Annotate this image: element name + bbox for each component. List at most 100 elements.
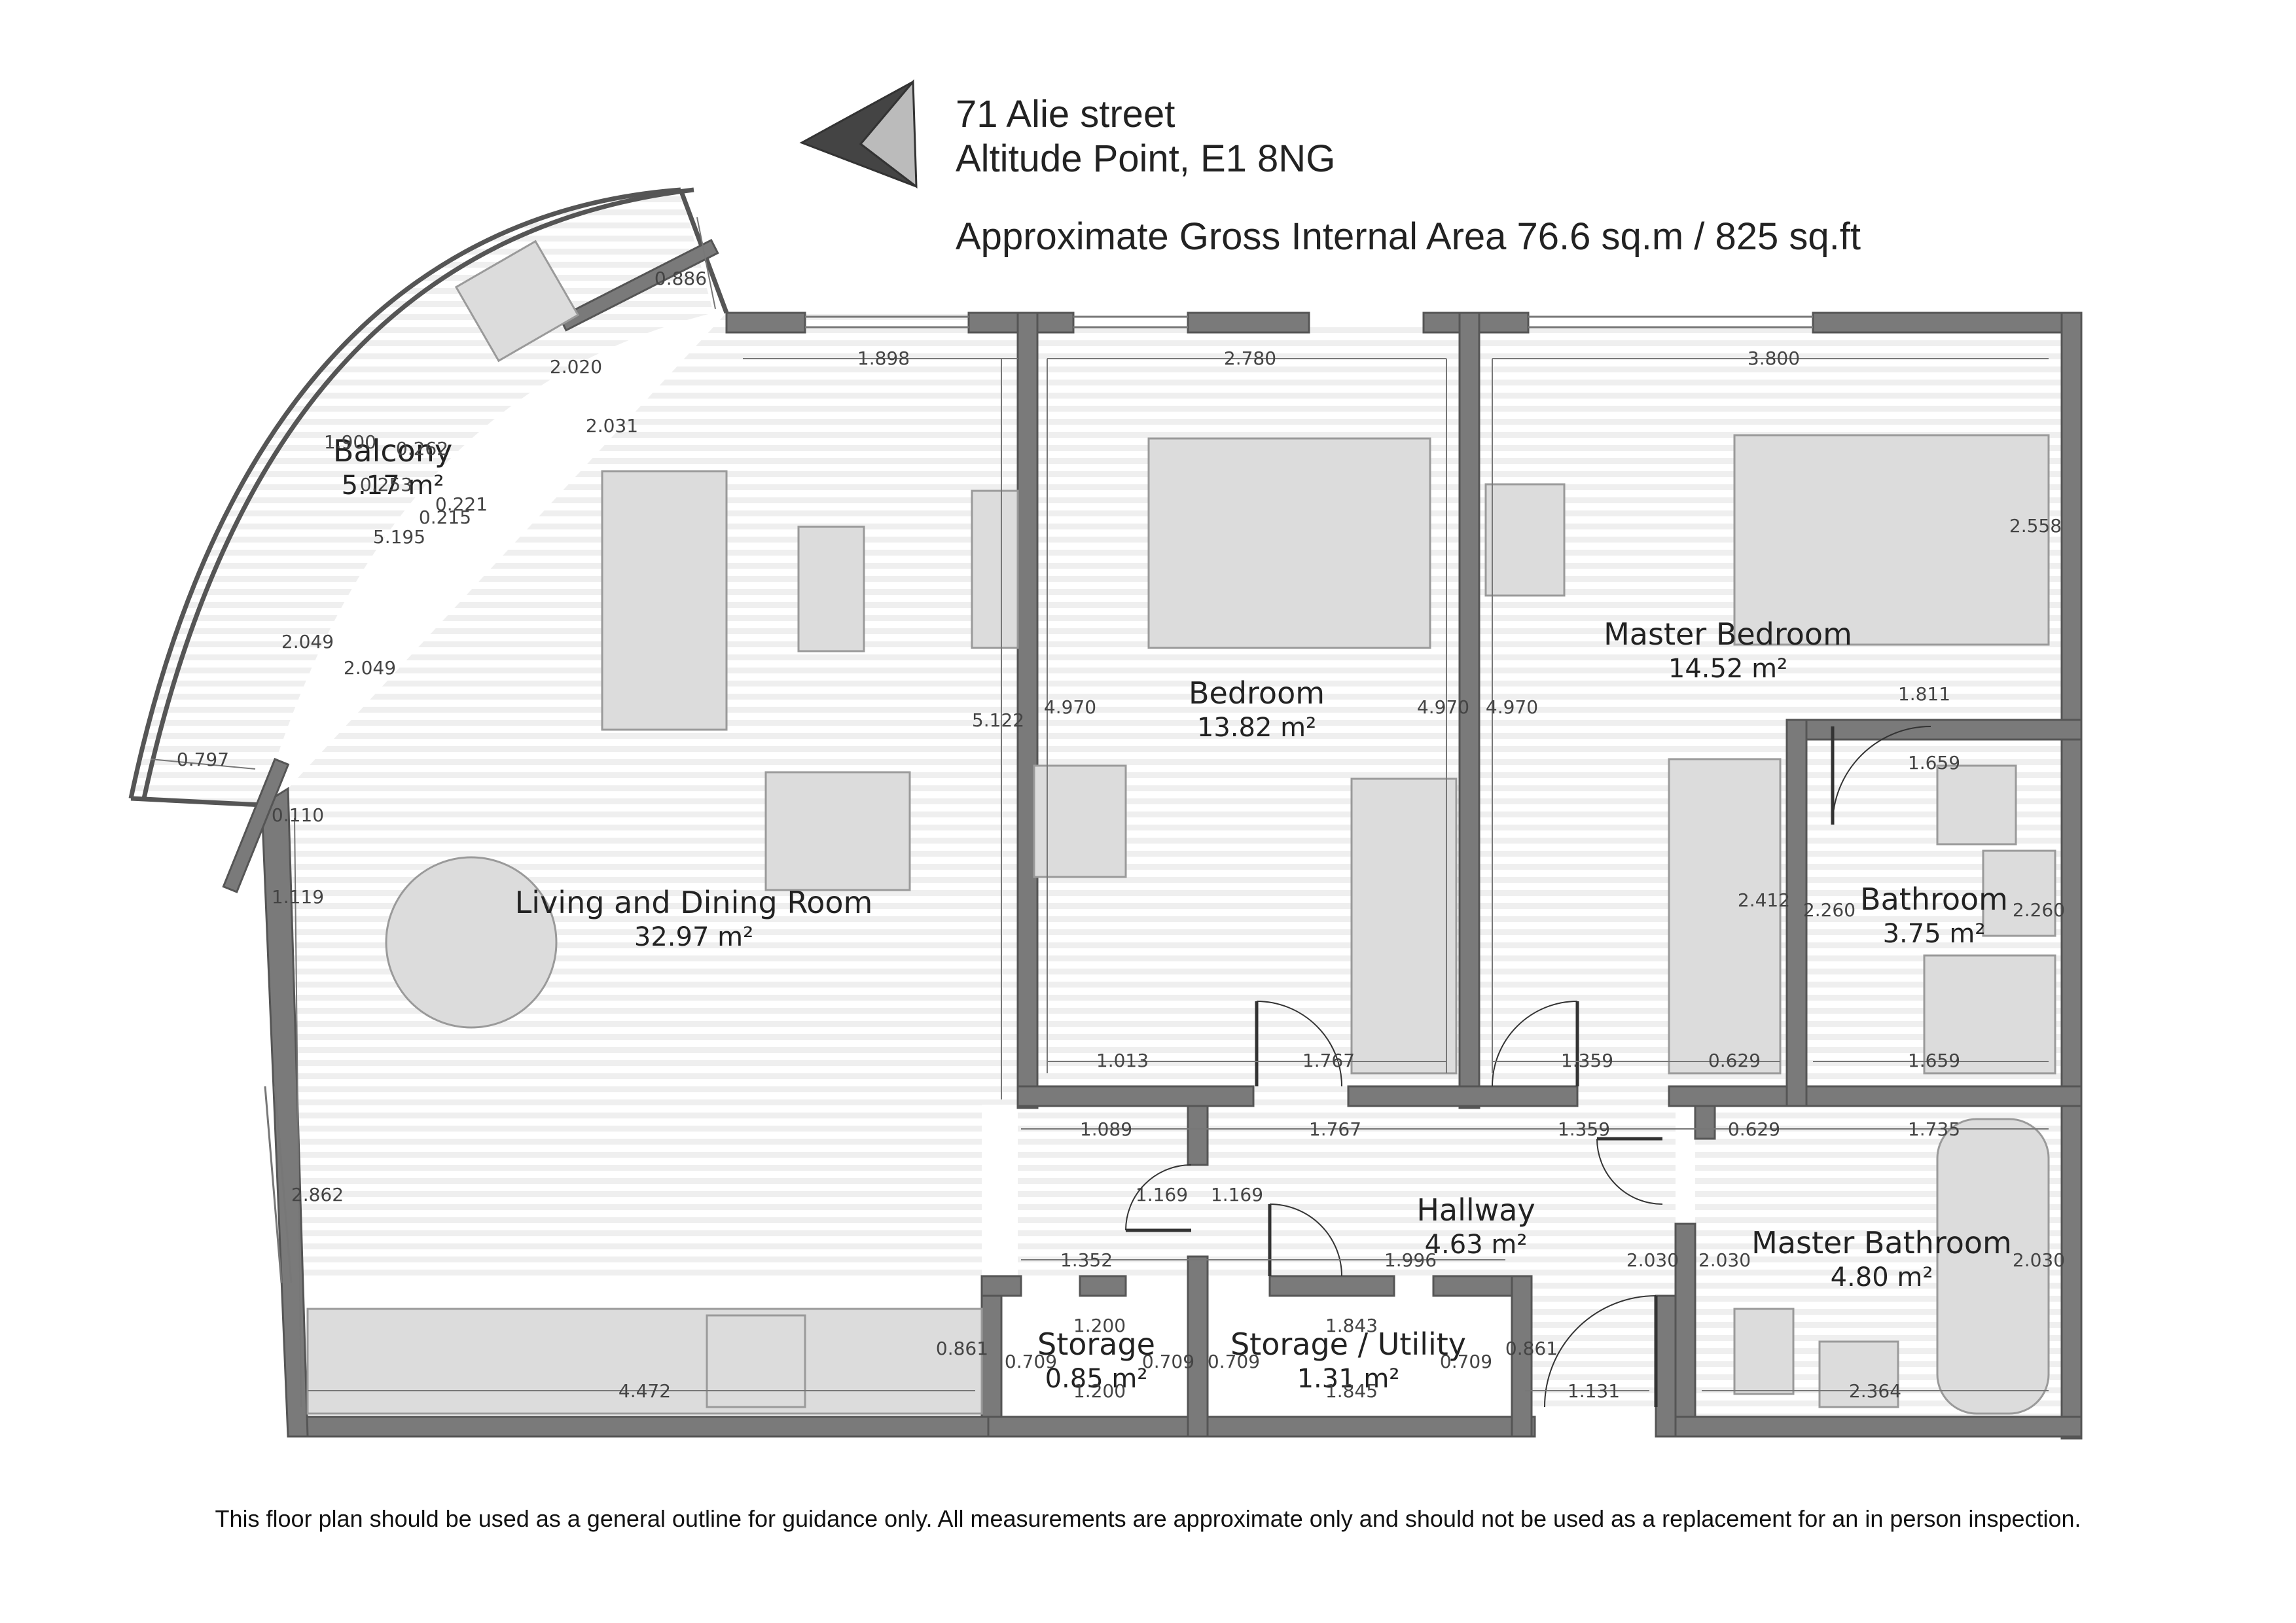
balcony-chair-icon xyxy=(454,240,580,363)
dim-label: 2.030 xyxy=(1698,1249,1751,1271)
dim-label: 4.970 xyxy=(1044,696,1096,718)
dim-label: 0.709 xyxy=(1440,1351,1492,1372)
dim-label: 1.767 xyxy=(1302,1050,1355,1071)
living-area: 32.97 m² xyxy=(634,922,753,952)
dim-label: 0.861 xyxy=(936,1338,988,1359)
dim-label: 1.119 xyxy=(272,886,324,908)
bathroom-name: Bathroom xyxy=(1860,882,2008,917)
dim-label: 0.629 xyxy=(1708,1050,1761,1071)
master-bed-icon xyxy=(1733,434,2050,646)
coffee-table-icon xyxy=(797,526,865,652)
windows xyxy=(264,315,1813,1283)
dim-label: 5.122 xyxy=(972,709,1024,731)
dim-label: 1.659 xyxy=(1908,1050,1960,1071)
storage-area: 0.85 m² xyxy=(1045,1364,1148,1394)
bathtub-icon xyxy=(1936,1118,2050,1415)
address-line-1: 71 Alie street xyxy=(956,93,1175,135)
sink-icon xyxy=(1982,849,2056,937)
bedroom-name: Bedroom xyxy=(1189,675,1325,711)
gross-area-title: Approximate Gross Internal Area 76.6 sq.… xyxy=(956,215,1861,258)
dim-label: 1.352 xyxy=(1060,1249,1113,1271)
dim-label: 0.709 xyxy=(1005,1351,1057,1372)
hallway-area: 4.63 m² xyxy=(1425,1230,1528,1260)
dim-label: 1.996 xyxy=(1384,1249,1437,1271)
room-labels: Balcony 5.17 m² Living and Dining Room 3… xyxy=(333,433,2012,1394)
dim-label: 1.169 xyxy=(1136,1184,1188,1205)
master-bathroom-area: 4.80 m² xyxy=(1831,1262,1933,1293)
dim-label: 1.900 xyxy=(324,431,376,453)
toilet-icon xyxy=(1936,764,2017,846)
dim-label: 1.131 xyxy=(1568,1380,1620,1402)
storage-utility-area: 1.31 m² xyxy=(1297,1364,1400,1394)
dim-label: 1.013 xyxy=(1096,1050,1149,1071)
dim-label: 2.862 xyxy=(291,1184,344,1205)
dim-label: 2.412 xyxy=(1738,889,1790,911)
master-bathroom-name: Master Bathroom xyxy=(1751,1225,2012,1260)
north-arrow-icon xyxy=(799,79,918,189)
dim-label: 1.845 xyxy=(1325,1380,1378,1402)
dim-label: 0.110 xyxy=(272,804,324,826)
dim-label: 0.886 xyxy=(655,268,707,289)
doors xyxy=(1125,726,1931,1408)
bathroom-area: 3.75 m² xyxy=(1883,919,1986,949)
dresser-icon xyxy=(1484,483,1566,597)
storage-utility-name: Storage / Utility xyxy=(1230,1327,1466,1362)
walls xyxy=(222,238,2083,1440)
dim-label: 3.800 xyxy=(1748,348,1800,369)
sofa-icon xyxy=(601,470,728,731)
dim-label: 4.970 xyxy=(1486,696,1538,718)
tv-unit-icon xyxy=(971,490,1019,649)
disclaimer-text: This floor plan should be used as a gene… xyxy=(215,1505,2081,1532)
dim-label: 0.215 xyxy=(419,507,471,528)
master-bedroom-area: 14.52 m² xyxy=(1668,654,1787,684)
dim-label: 2.020 xyxy=(550,356,602,378)
dim-label: 2.364 xyxy=(1849,1380,1901,1402)
master-bedroom-name: Master Bedroom xyxy=(1604,616,1852,652)
hob-icon xyxy=(706,1314,806,1408)
address-line-2: Altitude Point, E1 8NG xyxy=(956,137,1336,180)
kitchen-counter-icon xyxy=(306,1308,983,1415)
master-wardrobe-icon xyxy=(1668,758,1782,1075)
dim-label: 5.195 xyxy=(373,526,425,548)
dim-label: 4.472 xyxy=(619,1380,671,1402)
dim-label: 2.030 xyxy=(1626,1249,1679,1271)
dim-label: 1.898 xyxy=(857,348,910,369)
dim-label: 1.200 xyxy=(1073,1315,1126,1336)
dim-label: 2.260 xyxy=(1803,899,1856,921)
dim-label: 1.811 xyxy=(1898,683,1950,705)
dim-label: 0.221 xyxy=(435,493,488,515)
dim-label: 0.253 xyxy=(360,474,412,495)
dim-label: 0.709 xyxy=(1142,1351,1194,1372)
living-name: Living and Dining Room xyxy=(515,885,873,920)
dining-table-icon xyxy=(385,856,558,1029)
basin-icon xyxy=(1818,1340,1899,1408)
dim-label: 0.709 xyxy=(1208,1351,1260,1372)
bedroom-area: 13.82 m² xyxy=(1197,713,1316,743)
dim-label: 4.970 xyxy=(1417,696,1469,718)
dim-label: 0.629 xyxy=(1728,1118,1780,1140)
dim-label: 1.089 xyxy=(1080,1118,1132,1140)
dim-label: 1.359 xyxy=(1558,1118,1610,1140)
dim-label: 0.797 xyxy=(177,749,229,770)
dim-label: 1.659 xyxy=(1908,752,1960,774)
dim-label: 1.767 xyxy=(1309,1118,1361,1140)
dimension-lines xyxy=(150,217,2049,1408)
hallway-name: Hallway xyxy=(1416,1192,1535,1228)
dim-label: 0.262 xyxy=(396,438,448,459)
dim-label: 2.558 xyxy=(2009,515,2062,537)
dim-label: 2.049 xyxy=(281,631,334,652)
storage-name: Storage xyxy=(1037,1327,1155,1362)
shower-icon xyxy=(1923,954,2056,1075)
furniture xyxy=(306,240,2056,1415)
dim-label: 1.200 xyxy=(1073,1380,1126,1402)
dim-label: 1.169 xyxy=(1211,1184,1263,1205)
dim-label: 0.861 xyxy=(1505,1338,1558,1359)
dimension-labels: 0.886 2.020 2.031 1.898 2.780 3.800 1.90… xyxy=(177,268,2065,1402)
dim-label: 1.843 xyxy=(1325,1315,1378,1336)
dim-label: 2.260 xyxy=(2013,899,2065,921)
balcony-area: 5.17 m² xyxy=(342,471,444,501)
armchair-icon xyxy=(764,771,911,891)
dim-label: 1.359 xyxy=(1561,1050,1613,1071)
wardrobe-icon xyxy=(1350,777,1458,1075)
